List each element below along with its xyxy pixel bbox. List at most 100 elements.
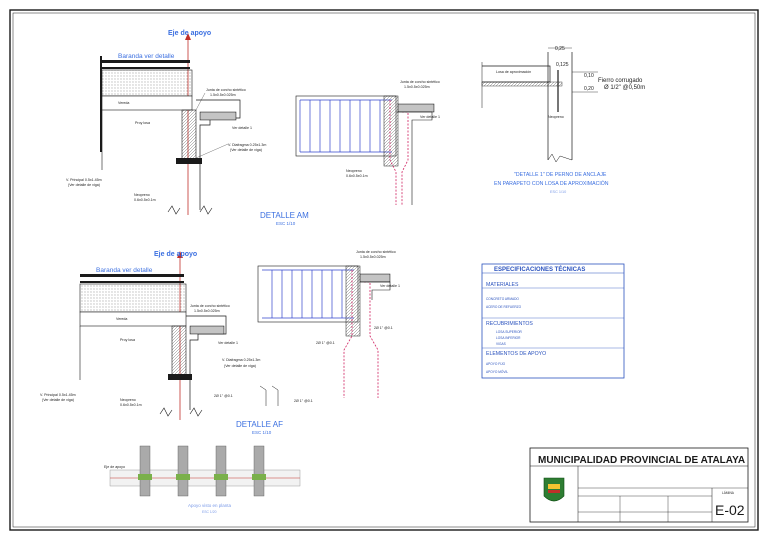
break-line	[199, 205, 213, 215]
title-block-frame	[529, 447, 749, 523]
af-baranda-label: Baranda ver detalle	[96, 267, 153, 274]
af-baranda-rail-top	[80, 274, 184, 277]
rebar-estribo	[396, 111, 433, 205]
af-eje-label: Eje de apoyo	[154, 251, 197, 258]
rebar-magenta-bar	[401, 111, 409, 205]
planta-eje-label: Eje de apoyo	[104, 465, 125, 469]
specs-recub-1: LOSA SUPERIOR	[496, 330, 523, 334]
af-principal-note: (Ver detalle de viga)	[42, 398, 74, 402]
specs-recubrimientos: RECUBRIMIENTOS	[486, 321, 533, 327]
vereda-label: Vereda	[118, 101, 129, 105]
junta-block	[199, 111, 237, 121]
af-neopreno-pad	[168, 374, 192, 380]
d1-dim-025: 0,25	[555, 46, 565, 52]
municipality-seal	[543, 477, 565, 502]
junta-label: Junta de corcho sintético	[206, 88, 246, 92]
apoyo-planta: Eje de apoyo Apoyo visto en planta ESC 1…	[104, 445, 301, 514]
af-junta-label: Junta de corcho sintético	[190, 304, 230, 308]
af-junta-size: 1.5x0.5x0.025m	[194, 309, 220, 313]
specs-elem-2: APOYO MÓVIL	[486, 369, 508, 374]
neopreno-label: Neopreno	[134, 193, 150, 197]
losa-label: Proy losa	[135, 121, 150, 125]
rebar-neopreno-label: Neopreno	[346, 169, 362, 173]
diafragma-label: V. Diafragma 0.25x1.3m	[228, 143, 266, 147]
detalle-af-rebar: Junta de corcho sintético 1.5x0.5x0.025m…	[214, 250, 400, 406]
af-rebar-junta	[359, 273, 391, 283]
af-rebar-magenta-bar	[364, 281, 379, 398]
af-rebar-diafragma	[345, 265, 361, 337]
vereda-block	[101, 69, 193, 97]
baranda-label: Baranda ver detalle	[118, 53, 175, 60]
principal-note: (Ver detalle de viga)	[68, 183, 100, 187]
baranda-rail-mid	[100, 67, 190, 69]
planta-caption: Apoyo visto en planta	[188, 503, 232, 508]
af-hook-detail	[259, 385, 279, 406]
af-rebar-magenta-bar	[343, 270, 353, 398]
baranda-rail-top	[100, 60, 190, 63]
d1-parapeto	[547, 52, 573, 160]
af-bar-c-label: 2Ø 1" @0.1	[294, 399, 313, 403]
specs-frame	[481, 263, 625, 379]
af-break-line	[189, 407, 203, 417]
eje-arrow-icon	[185, 33, 191, 40]
specs-materiales: MATERIALES	[486, 282, 519, 288]
detalle-af-scale: ESC 1/10	[252, 430, 272, 435]
af-baranda-rail-mid	[80, 281, 184, 283]
ver-detalle-label: Ver detalle 1	[232, 126, 252, 130]
sheet-label: LÁMINA	[722, 491, 735, 495]
junta-size: 1.5x0.5x0.025m	[210, 93, 236, 97]
af-neopreno-size: 0.6x0.5x0.1m	[120, 403, 142, 407]
sheet-number: E-02	[715, 502, 745, 518]
detalle-am: Eje de apoyo Baranda ver detalle Vereda …	[66, 30, 266, 215]
d1-scale: ESC 1/10	[550, 190, 566, 194]
af-diafragma-label: V. Diafragma 0.25x1.3m	[222, 358, 260, 362]
af-break-line	[159, 407, 173, 417]
af-bar-b-label: 2Ø 1" @0.1	[374, 326, 393, 330]
af-diafragma-note: (Ver detalle de viga)	[224, 364, 256, 368]
d1-base-hatch	[481, 81, 563, 87]
detalle-am-scale: ESC 1/10	[276, 221, 296, 226]
rebar-junta-label: Junta de corcho sintético	[400, 80, 440, 84]
af-losa-label: Proy losa	[120, 338, 135, 342]
baranda-post	[100, 56, 102, 152]
d1-fierro-spec: Ø 1/2" @0,50m	[604, 85, 645, 91]
specs-row-1: CONCRETO ARMADO	[486, 297, 519, 301]
specs-row-2: ACERO DE REFUERZO	[486, 305, 522, 309]
d1-break-line	[547, 153, 573, 163]
title-block: MUNICIPALIDAD PROVINCIAL DE ATALAYA LÁMI…	[529, 447, 749, 523]
specs-recub-2: LOSA INFERIOR	[496, 336, 521, 340]
detalle-1: Losa de aproximación 0,25 0,125 0,10 0,2…	[481, 46, 645, 194]
af-bar-a-label: 2Ø 1" @0.1	[316, 341, 335, 345]
neopreno-pad	[176, 158, 202, 164]
rebar-junta-block	[397, 103, 435, 113]
diafragma-section	[181, 109, 197, 163]
af-rebar-estribo	[360, 281, 391, 300]
rebar-magenta-bar	[389, 100, 397, 205]
af-junta-block	[189, 325, 225, 335]
break-line	[167, 205, 181, 215]
af-principal-label: V. Principal 0.5x1.45m	[40, 393, 76, 397]
af-ver-detalle-label: Ver detalle 1	[218, 341, 238, 345]
rebar-section-frame	[295, 95, 397, 157]
detalle-am-rebar: Junta de corcho sintético 1.5x0.5x0.025m…	[295, 80, 440, 205]
specs-table: ESPECIFICACIONES TÉCNICAS MATERIALES CON…	[481, 263, 625, 379]
af-rebar-junta-size: 1.5x0.5x0.025m	[360, 255, 386, 259]
detalle-af: Eje de apoyo Baranda ver detalle Vereda …	[40, 251, 260, 420]
neopreno-size: 0.6x0.5x0.1m	[134, 198, 156, 202]
rebar-diafragma	[383, 95, 399, 167]
specs-title: ESPECIFICACIONES TÉCNICAS	[494, 265, 585, 273]
af-vereda-block	[79, 283, 187, 313]
d1-dim-0125: 0,125	[556, 62, 569, 68]
detalle-am-title: DETALLE AM	[260, 211, 309, 220]
d1-losa-outline	[482, 65, 551, 83]
d1-losa-label: Losa de aproximación	[496, 70, 531, 74]
rebar-junta-size: 1.5x0.5x0.025m	[404, 85, 430, 89]
inner-frame	[12, 12, 756, 528]
d1-dim-020: 0,20	[584, 86, 594, 92]
specs-recub-3: VIGAS	[496, 342, 506, 346]
af-vereda-slab	[79, 311, 187, 327]
af-rebar-junta-label: Junta de corcho sintético	[356, 250, 396, 254]
af-eje-arrow-icon	[177, 251, 183, 258]
